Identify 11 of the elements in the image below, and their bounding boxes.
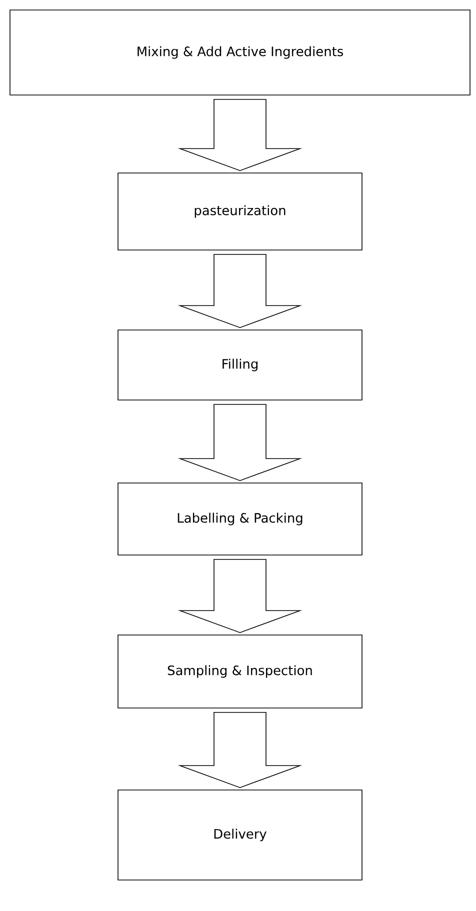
process-box: Labelling & Packing [118,482,362,556]
process-box: Delivery [118,790,362,880]
process-box: Mixing & Add Active Ingredients [10,10,470,96]
block-arrow [178,99,302,172]
process-box: pasteurization [118,172,362,250]
block-arrow [178,559,302,634]
block-arrow [178,254,302,328]
process-box: Filling [118,330,362,400]
block-arrow [178,404,302,482]
process-box: Sampling & Inspection [118,634,362,708]
block-arrow [178,712,302,788]
